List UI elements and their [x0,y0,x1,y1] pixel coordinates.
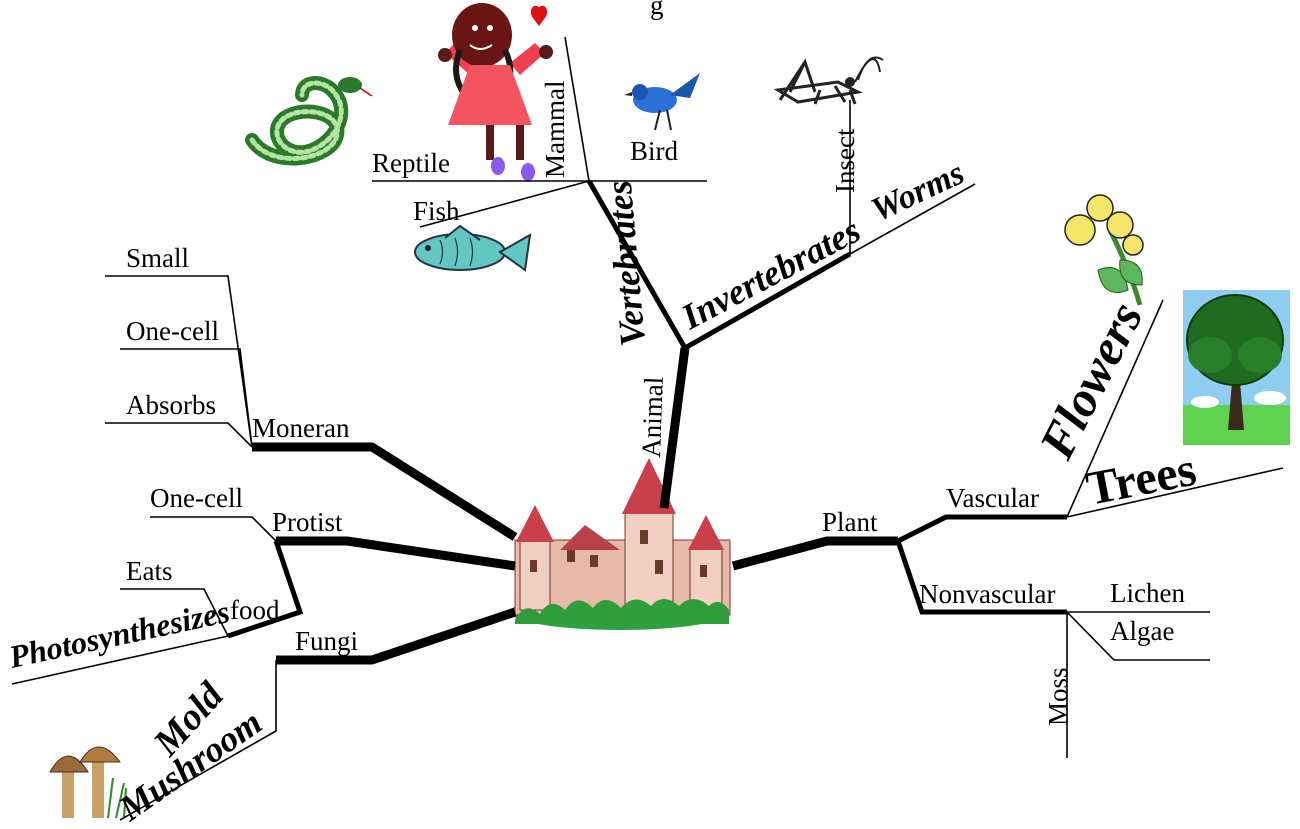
animal-label: Animal [636,376,669,458]
plant-branch-line [731,536,898,571]
vertebrates-line [586,179,688,350]
top-partial-text: g [650,0,664,20]
protist-one-cell-line [150,516,277,542]
nonvascular-line [895,540,1067,615]
fish-label: Fish [413,196,460,226]
moneran-branch-line [252,442,518,541]
algae-label: Algae [1110,616,1174,646]
reptile-label: Reptile [372,148,450,178]
flowers-label: Flowers [1027,293,1153,468]
flowers-line [1066,299,1164,518]
mushroom-image [49,746,127,819]
vertebrates-label: Vertebrates [599,179,653,348]
trees-line [1066,467,1284,518]
protist-label: Protist [272,507,343,537]
fungi-label: Fungi [295,626,358,656]
girl-image [438,3,553,181]
moneran-one-cell-label: One-cell [126,316,219,346]
worms-label: Worms [866,154,970,229]
mammal-label: Mammal [540,81,570,178]
moneran-absorbs-label: Absorbs [126,390,216,420]
protist-one-cell-label: One-cell [150,483,243,513]
nonvascular-label: Nonvascular [919,579,1055,609]
protist-branch-line [276,536,516,571]
vascular-line [896,514,1067,544]
fish-line [419,180,590,228]
bird-image [624,73,700,131]
plant-label: Plant [822,507,878,537]
protist-sub-line [227,540,304,639]
worms-line [849,183,976,255]
photosynthesizes-line [11,635,229,685]
vascular-label: Vascular [946,483,1039,513]
fungi-branch-line [276,607,517,665]
moss-label: Moss [1043,667,1073,726]
mammal-line [564,36,590,182]
moneran-label: Moneran [252,413,350,443]
tree-image [1183,290,1290,445]
moneran-small-label: Small [126,243,189,273]
lichen-label: Lichen [1110,578,1185,608]
algae-line [1066,611,1210,661]
bird-label: Bird [630,136,679,166]
insect-label: Insect [830,128,860,193]
fish-image [414,224,532,272]
protist-eats-label: Eats [126,556,173,586]
animal-branch-line [659,347,690,509]
protist-food-label: food [230,595,280,625]
grasshopper-image [773,56,884,105]
trees-label: Trees [1082,443,1200,516]
protist-eats-line [120,588,229,637]
moneran-sub-lines [105,275,253,448]
castle-image [510,458,731,630]
invertebrates-line [683,251,852,351]
snake-image [245,76,373,166]
invertebrates-label: Invertebrates [674,210,867,338]
photosynthesizes-label: Photosynthesizes [5,593,233,675]
fungi-sub-line [119,660,277,821]
flower-image [1064,194,1144,306]
